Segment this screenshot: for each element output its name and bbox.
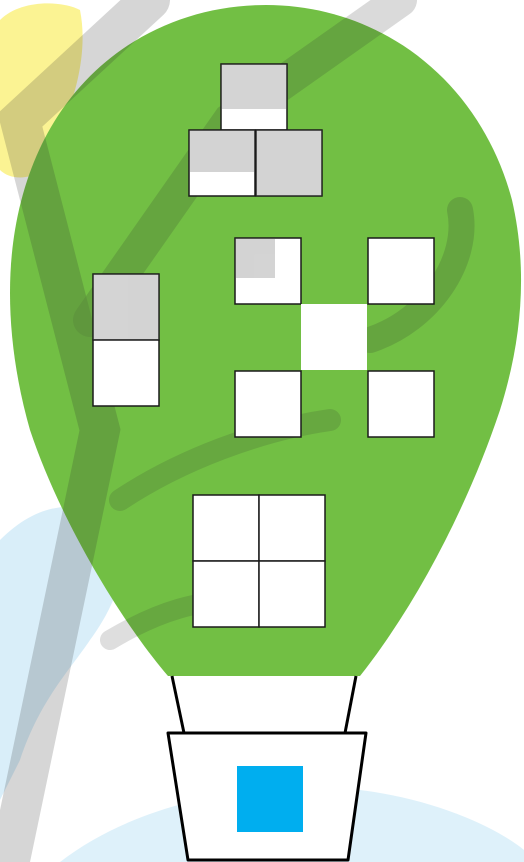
rope-left (172, 676, 184, 733)
square-br (259, 561, 325, 627)
shadow-5 (235, 238, 275, 278)
square-bottom-left (235, 371, 301, 437)
square-lower (93, 340, 159, 406)
square-center (301, 304, 367, 370)
passenger-square (237, 766, 303, 832)
ropes (172, 676, 356, 733)
square-tl (193, 495, 259, 561)
square-bl (193, 561, 259, 627)
square-tr (259, 495, 325, 561)
square-bottom-right (368, 371, 434, 437)
two-by-two-block (193, 495, 325, 627)
shadow-2 (189, 130, 255, 172)
shadow-1 (221, 64, 287, 109)
shadow-3 (256, 130, 322, 196)
shadow-4 (93, 274, 159, 340)
square-top-right (368, 238, 434, 304)
rope-right (345, 676, 356, 733)
